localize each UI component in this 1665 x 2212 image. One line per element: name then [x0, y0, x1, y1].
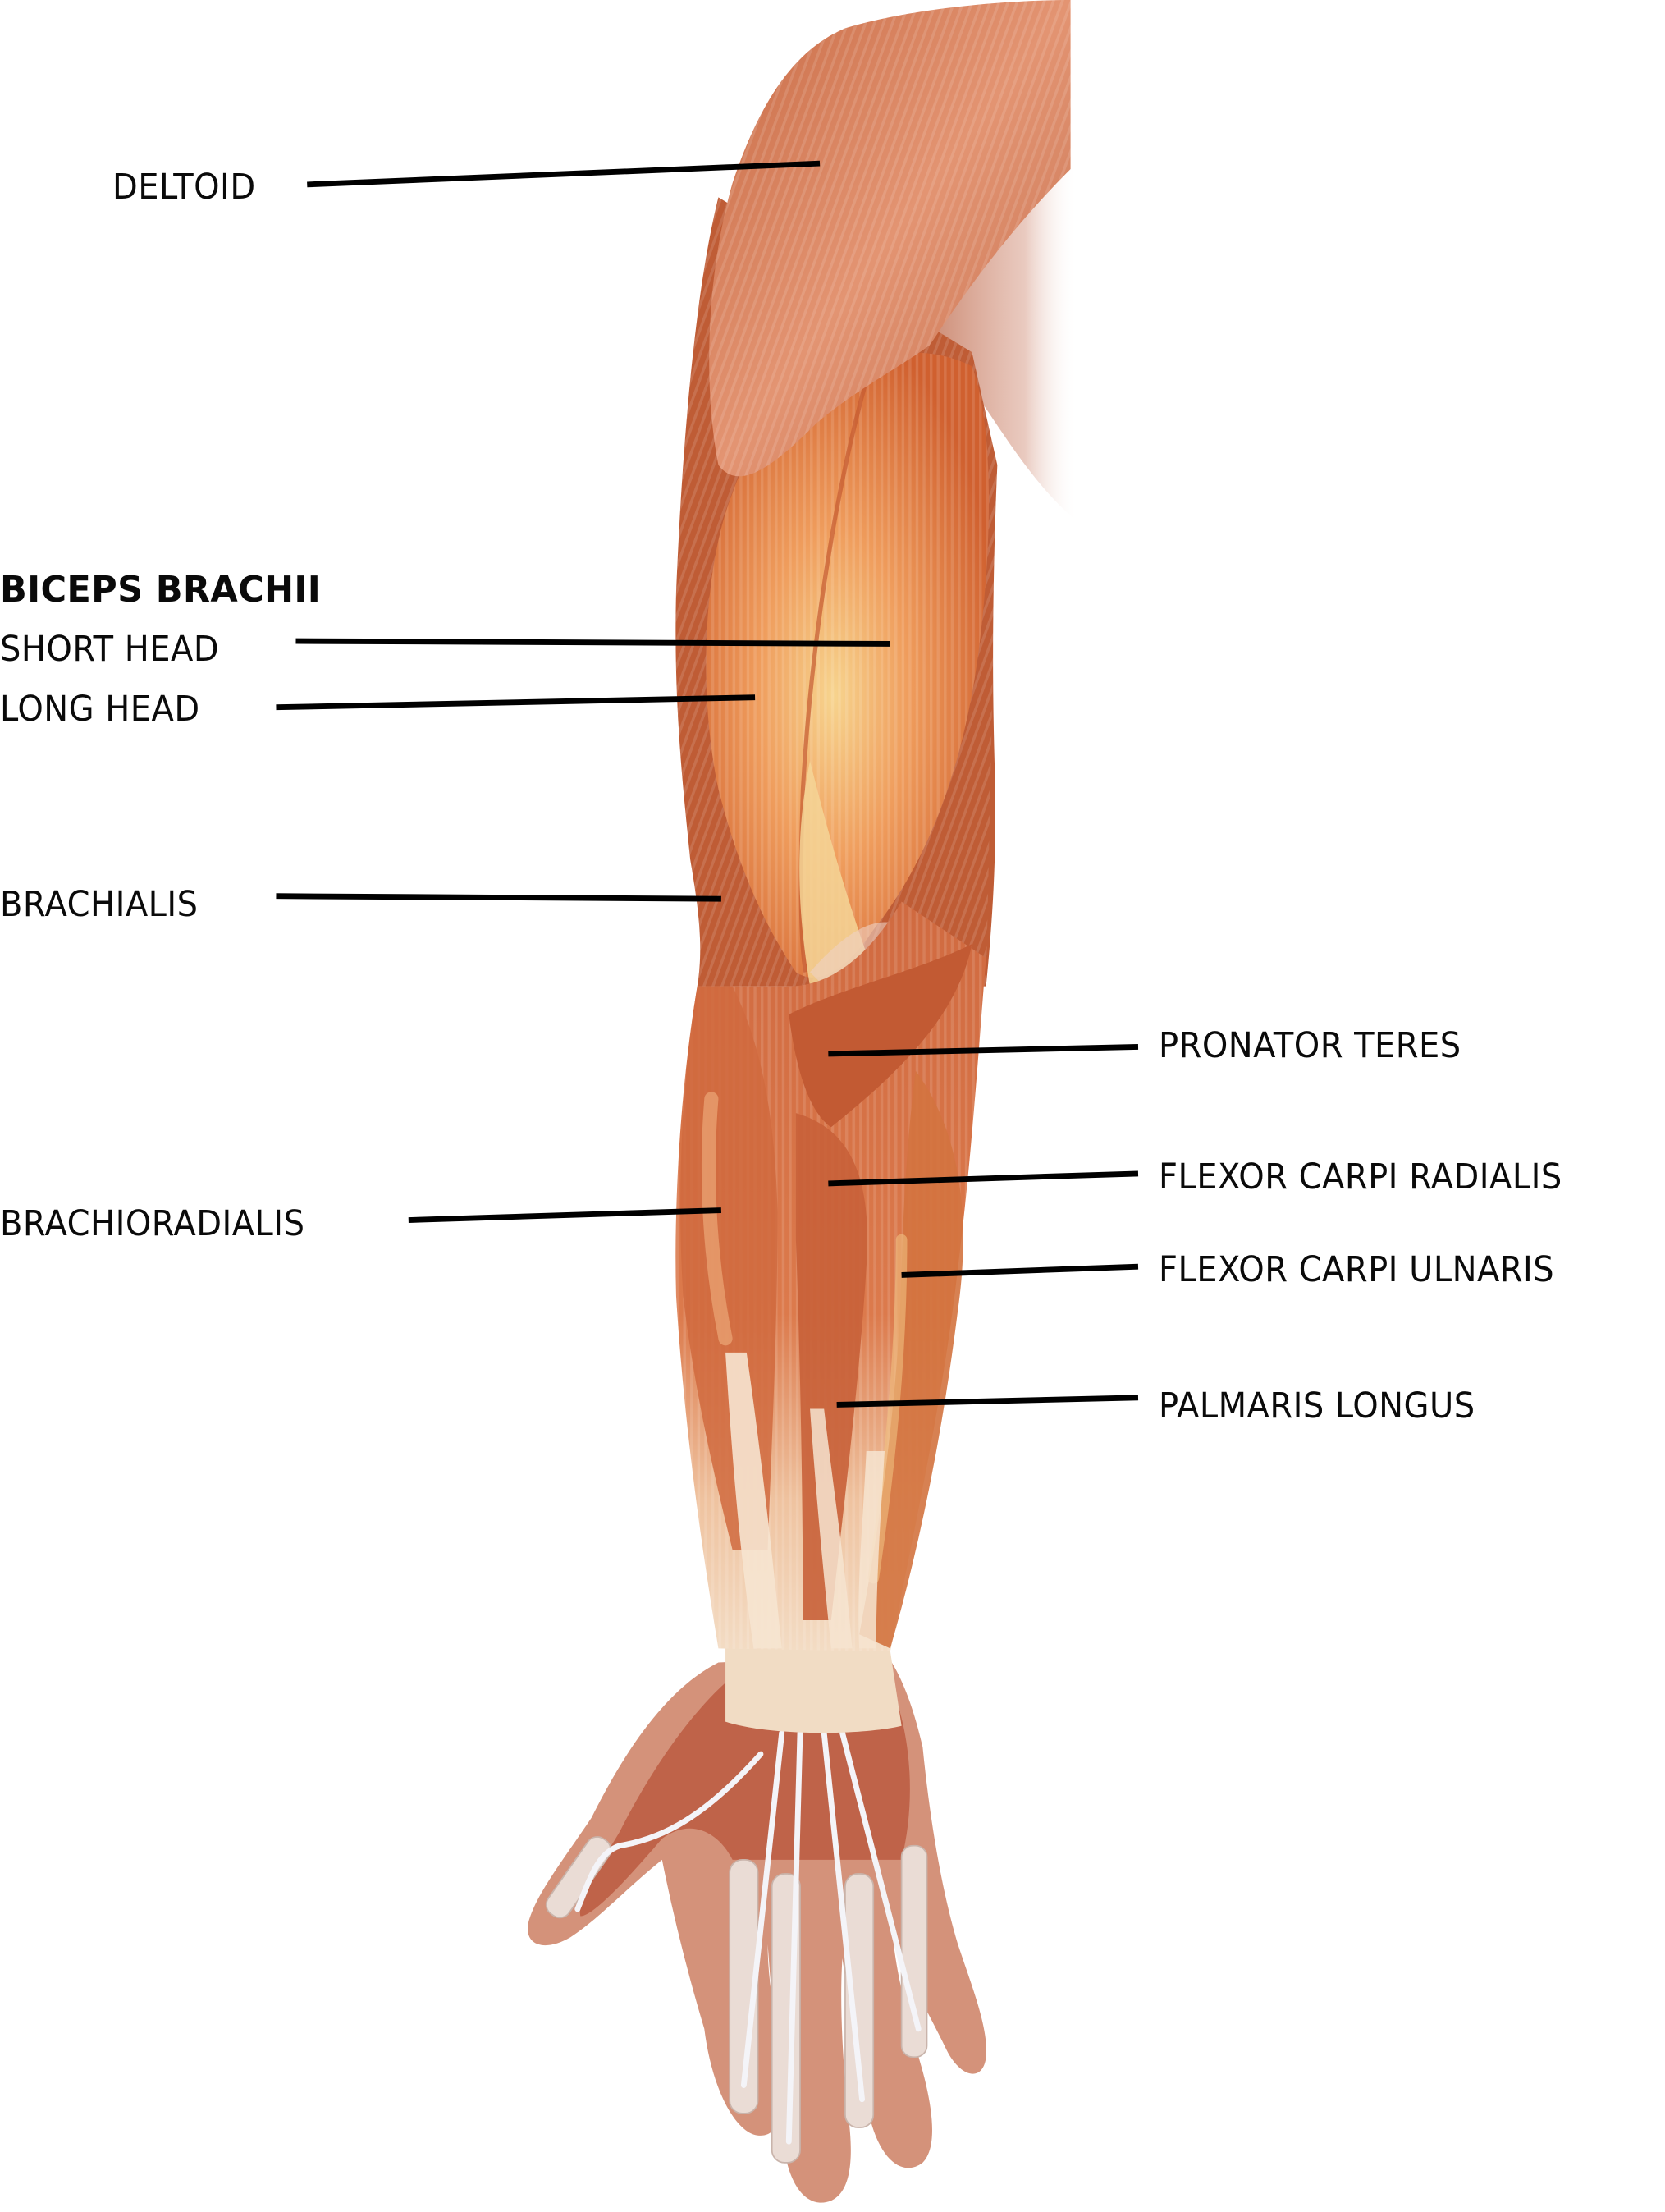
label-short-head: SHORT HEAD [0, 629, 220, 670]
leader-lines [276, 160, 1139, 1408]
label-biceps-brachii: BICEPS BRACHII [0, 569, 322, 611]
forearm [675, 901, 986, 1651]
leader-line-flexor-carpi-radialis [828, 1170, 1139, 1187]
wrist-retinaculum [725, 1637, 902, 1733]
label-deltoid: DELTOID [112, 167, 256, 208]
leader-line-long-head [276, 694, 756, 711]
leader-line-palmaris-longus [836, 1395, 1139, 1408]
label-brachialis: BRACHIALIS [0, 884, 199, 925]
leader-line-pronator-teres [828, 1043, 1139, 1057]
leader-line-flexor-carpi-ulnaris [901, 1263, 1139, 1278]
flexor-carpi-radialis-muscle [795, 1113, 868, 1621]
label-flexor-carpi-ulnaris: FLEXOR CARPI ULNARIS [1159, 1249, 1555, 1290]
label-brachioradialis: BRACHIORADIALIS [0, 1203, 305, 1244]
biceps-brachii-muscle [706, 352, 989, 987]
leader-line-short-head [295, 638, 890, 647]
leader-line-deltoid [307, 160, 821, 188]
hand-muscles [579, 1676, 910, 1917]
label-long-head: LONG HEAD [0, 689, 200, 730]
label-pronator-teres: PRONATOR TERES [1159, 1025, 1461, 1066]
pronator-teres-muscle [789, 944, 972, 1128]
label-palmaris-longus: PALMARIS LONGUS [1159, 1385, 1475, 1427]
leader-line-brachioradialis [408, 1207, 721, 1223]
label-flexor-carpi-radialis: FLEXOR CARPI RADIALIS [1159, 1156, 1562, 1198]
flexor-tendons [574, 1729, 922, 2145]
hand [528, 1655, 986, 2203]
leader-line-brachialis [276, 893, 721, 902]
